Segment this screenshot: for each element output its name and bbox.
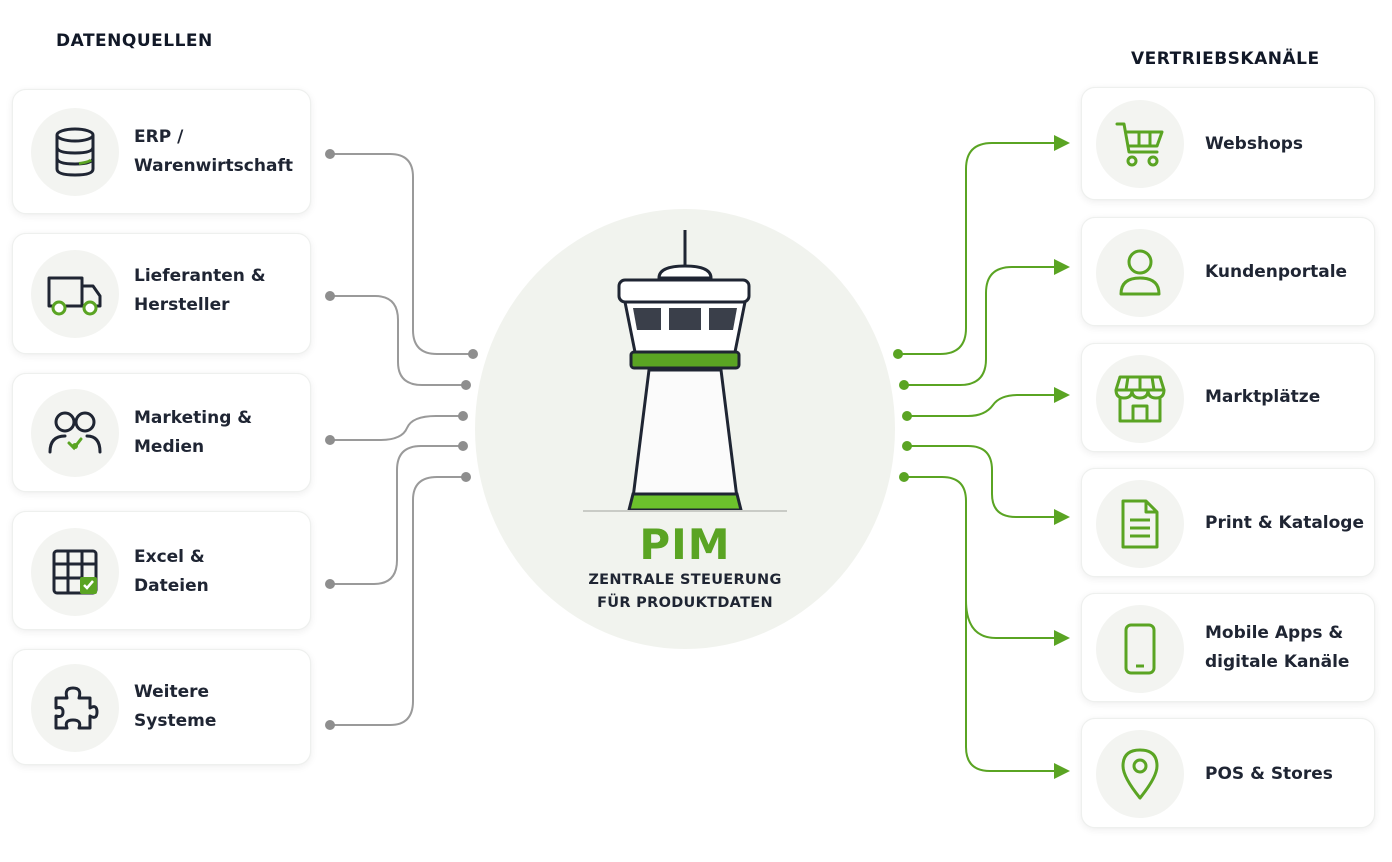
channel-label-line1: Kundenportale bbox=[1205, 262, 1348, 282]
arrow-head bbox=[1054, 763, 1070, 779]
channel-link-marketplaces bbox=[907, 394, 1058, 417]
arrow-head bbox=[1054, 509, 1070, 525]
source-card-marketing: Marketing & Medien bbox=[12, 373, 311, 492]
channel-card-print: Print & Kataloge bbox=[1081, 468, 1375, 577]
channel-card-webshops: Webshops bbox=[1081, 87, 1375, 200]
channel-label-line1: Marktplätze bbox=[1205, 387, 1321, 407]
channel-dot bbox=[893, 349, 903, 359]
connector-dot bbox=[325, 579, 335, 589]
source-label-line1: Marketing & bbox=[134, 408, 253, 428]
connector-excel bbox=[330, 445, 463, 585]
user-icon bbox=[1119, 249, 1161, 296]
source-label-line2: Medien bbox=[134, 437, 205, 457]
pim-subtitle-line-2: FÜR PRODUKTDATEN bbox=[597, 595, 773, 611]
control-tower-icon bbox=[583, 230, 787, 512]
channel-label-line1: Mobile Apps & bbox=[1205, 623, 1344, 643]
pim-subtitle-line-1: ZENTRALE STEUERUNG bbox=[588, 572, 782, 588]
arrow-head bbox=[1054, 259, 1070, 275]
connector-suppliers bbox=[330, 295, 466, 386]
connector-dot bbox=[325, 435, 335, 445]
source-label-line1: Weitere bbox=[134, 682, 210, 702]
source-label-line2: Warenwirtschaft bbox=[134, 156, 293, 176]
connector-marketing bbox=[330, 415, 463, 441]
source-label-line2: Systeme bbox=[134, 711, 217, 731]
connector-erp bbox=[330, 153, 473, 355]
source-card-other: Weitere Systeme bbox=[12, 649, 311, 765]
channel-card-mobile: Mobile Apps & digitale Kanäle bbox=[1081, 593, 1375, 702]
connector-other bbox=[330, 476, 466, 726]
channel-label-line1: POS & Stores bbox=[1205, 764, 1333, 784]
source-card-excel: Excel & Dateien bbox=[12, 511, 311, 630]
source-label-line1: Excel & bbox=[134, 547, 205, 567]
shopping-cart-icon bbox=[1115, 122, 1164, 167]
source-card-suppliers: Lieferanten & Hersteller bbox=[12, 233, 311, 354]
channel-card-marketplaces: Marktplätze bbox=[1081, 343, 1375, 452]
storefront-icon bbox=[1114, 375, 1166, 423]
connector-dot bbox=[461, 380, 471, 390]
source-label-line1: ERP / bbox=[134, 127, 184, 147]
document-icon bbox=[1121, 499, 1159, 549]
channel-card-pos: POS & Stores bbox=[1081, 718, 1375, 828]
channel-dot bbox=[902, 411, 912, 421]
source-card-erp: ERP / Warenwirtschaft bbox=[12, 89, 311, 214]
truck-icon bbox=[47, 276, 102, 316]
database-icon bbox=[55, 127, 95, 177]
connector-dot bbox=[325, 720, 335, 730]
connector-dot bbox=[458, 441, 468, 451]
arrow-head bbox=[1054, 135, 1070, 151]
smartphone-icon bbox=[1124, 623, 1156, 675]
channel-label-line2: digitale Kanäle bbox=[1205, 652, 1350, 672]
connector-dot bbox=[458, 411, 468, 421]
channel-dot bbox=[899, 380, 909, 390]
location-pin-icon bbox=[1121, 748, 1159, 800]
channel-card-portals: Kundenportale bbox=[1081, 217, 1375, 326]
channel-link-webshops bbox=[898, 142, 1058, 355]
puzzle-icon bbox=[54, 686, 99, 730]
connector-dot bbox=[468, 349, 478, 359]
channel-dot bbox=[902, 441, 912, 451]
channel-label-line1: Print & Kataloge bbox=[1205, 513, 1365, 533]
people-icon bbox=[48, 411, 102, 454]
arrow-head bbox=[1054, 387, 1070, 403]
channel-dot bbox=[899, 472, 909, 482]
channels-heading: VERTRIEBSKANÄLE bbox=[1131, 49, 1320, 69]
pim-title: PIM bbox=[639, 520, 731, 569]
channel-link-portals bbox=[904, 266, 1058, 386]
connector-dot bbox=[325, 291, 335, 301]
connector-dot bbox=[325, 149, 335, 159]
sources-heading: DATENQUELLEN bbox=[56, 31, 213, 51]
channel-link-print bbox=[907, 445, 1058, 518]
source-label-line2: Hersteller bbox=[134, 295, 230, 315]
source-label-line2: Dateien bbox=[134, 576, 209, 596]
source-label-line1: Lieferanten & bbox=[134, 266, 266, 286]
channel-label-line1: Webshops bbox=[1205, 134, 1304, 154]
spreadsheet-icon bbox=[52, 549, 98, 595]
channel-link-pos bbox=[904, 476, 1058, 772]
channel-link-mobile bbox=[965, 599, 1058, 639]
arrow-head bbox=[1054, 630, 1070, 646]
connector-dot bbox=[461, 472, 471, 482]
